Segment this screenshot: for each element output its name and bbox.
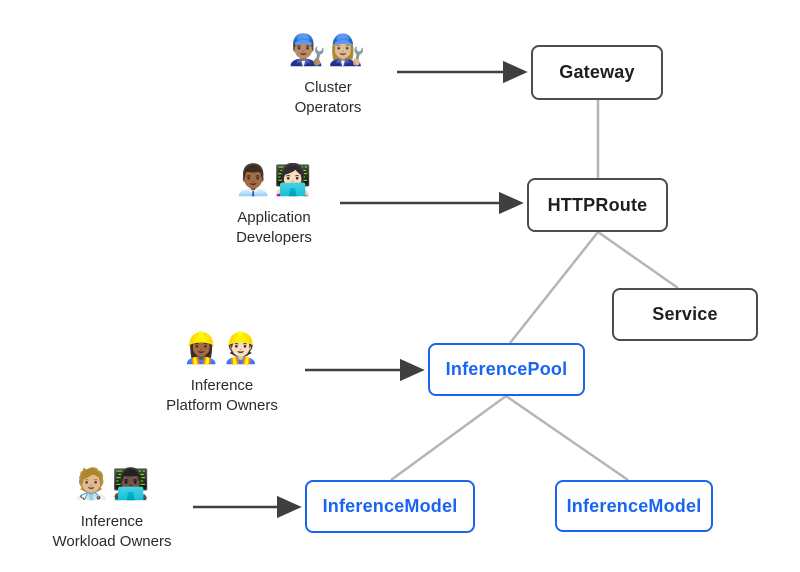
node-gateway: Gateway bbox=[531, 45, 663, 100]
mechanics-emoji-icon: 👨🏽‍🔧👩🏼‍🔧 bbox=[288, 34, 368, 67]
node-service: Service bbox=[612, 288, 758, 341]
edge-inferencepool-inferencemodel-2 bbox=[505, 394, 629, 482]
persona-label-line2: Operators bbox=[294, 99, 362, 116]
edge-inferencepool-inferencemodel-1 bbox=[390, 394, 507, 482]
persona-cluster-operators: 👨🏽‍🔧👩🏼‍🔧 Cluster Operators bbox=[246, 28, 410, 118]
node-inferencemodel-2: InferenceModel bbox=[555, 480, 713, 532]
persona-label-line2: Workload Owners bbox=[52, 533, 172, 550]
persona-inference-workload-owners: 🧑🏼‍⚕️👨🏿‍💻 Inference Workload Owners bbox=[30, 462, 194, 552]
persona-application-developers: 👨🏾‍💼👩🏻‍💻 Application Developers bbox=[192, 158, 356, 248]
persona-label-line2: Developers bbox=[236, 229, 312, 246]
node-inferencepool-label: InferencePool bbox=[445, 359, 568, 379]
persona-label: Cluster Operators bbox=[246, 78, 410, 118]
node-inferencepool: InferencePool bbox=[428, 343, 585, 396]
persona-inference-platform-owners: 👷🏾‍♀️👷🏻 Inference Platform Owners bbox=[140, 326, 304, 416]
edge-httproute-inferencepool bbox=[509, 231, 599, 344]
persona-label-line2: Platform Owners bbox=[166, 397, 278, 414]
node-inferencemodel-1-label: InferenceModel bbox=[322, 496, 458, 516]
persona-label-line1: Inference bbox=[190, 377, 254, 394]
node-service-label: Service bbox=[652, 304, 718, 324]
persona-label: Inference Workload Owners bbox=[30, 512, 194, 552]
persona-label-line1: Application bbox=[237, 209, 311, 226]
scientist-technologist-emoji-icon: 🧑🏼‍⚕️👨🏿‍💻 bbox=[72, 468, 152, 501]
edge-httproute-service bbox=[597, 230, 679, 290]
persona-label: Inference Platform Owners bbox=[140, 376, 304, 416]
node-gateway-label: Gateway bbox=[559, 62, 635, 82]
persona-label-line1: Inference bbox=[80, 513, 144, 530]
node-httproute-label: HTTPRoute bbox=[547, 194, 648, 215]
persona-label-line1: Cluster bbox=[304, 79, 352, 96]
office-worker-technologist-emoji-icon: 👨🏾‍💼👩🏻‍💻 bbox=[234, 164, 314, 197]
construction-workers-emoji-icon: 👷🏾‍♀️👷🏻 bbox=[182, 332, 262, 365]
node-inferencemodel-1: InferenceModel bbox=[305, 480, 475, 533]
node-httproute: HTTPRoute bbox=[527, 178, 668, 232]
node-inferencemodel-2-label: InferenceModel bbox=[566, 495, 702, 516]
persona-label: Application Developers bbox=[192, 208, 356, 248]
